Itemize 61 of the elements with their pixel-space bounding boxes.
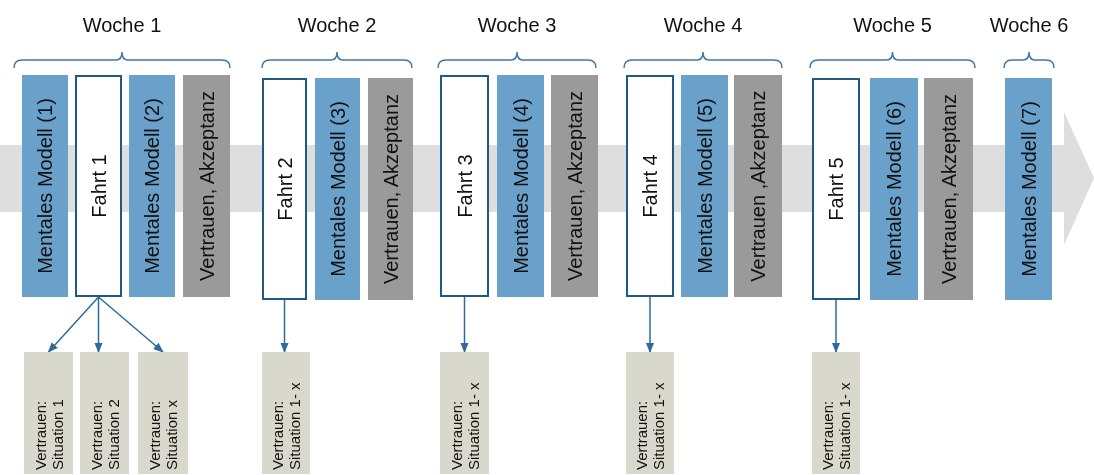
box-label: Vertrauen, Akzeptanz <box>937 92 960 287</box>
box-label: Vertrauen: Situation 2 <box>87 398 122 470</box>
survey-bar <box>924 78 973 300</box>
rating-box <box>812 352 860 474</box>
drive-box <box>75 75 122 297</box>
box-label: Vertrauen, Akzeptanz <box>195 89 218 284</box>
box-label: Vertrauen ,Akzeptanz <box>746 89 770 284</box>
box-label: Vertrauen: Situation 1 <box>31 398 66 470</box>
box-label: Vertrauen: Situation 1- x <box>447 381 482 470</box>
measurement-bar <box>870 78 918 300</box>
rating-box <box>440 352 489 474</box>
box-label: Mentales Modell (4) <box>509 97 532 276</box>
measurement-bar <box>1005 78 1052 300</box>
box-label: Mentales Modell (5) <box>693 97 716 276</box>
measurement-bar <box>129 75 175 297</box>
arrow <box>47 296 100 353</box>
drive-box <box>262 78 307 300</box>
week-label: Woche 5 <box>853 14 932 37</box>
week-label: Woche 3 <box>477 14 557 37</box>
box-label: Mentales Modell (6) <box>882 100 906 279</box>
measurement-bar <box>497 75 544 297</box>
rating-box <box>626 352 674 474</box>
box-label: Mentales Modell (7) <box>1017 100 1040 279</box>
box-label: Vertrauen: Situation 1- x <box>632 381 668 470</box>
measurement-bar <box>681 75 728 297</box>
box-label: Mentales Modell (3) <box>326 100 349 279</box>
arrow <box>94 296 103 354</box>
arrow <box>460 296 469 354</box>
week-label: Woche 2 <box>297 14 377 37</box>
rating-box <box>262 352 310 474</box>
rating-box <box>80 352 129 474</box>
drive-box <box>812 78 860 300</box>
survey-bar <box>551 75 598 297</box>
box-label: Vertrauen, Akzeptanz <box>379 92 402 287</box>
box-label: Mentales Modell (1) <box>33 97 57 276</box>
survey-bar <box>183 75 230 297</box>
arrow <box>280 299 289 354</box>
box-label: Fahrt 1 <box>87 153 110 220</box>
box-label: Fahrt 5 <box>824 156 848 223</box>
week-label: Woche 4 <box>663 14 743 37</box>
box-label: Vertrauen: Situation x <box>145 398 181 470</box>
week-label: Woche 1 <box>82 14 162 37</box>
rating-box <box>138 352 188 474</box>
box-label: Vertrauen, Akzeptanz <box>563 89 586 284</box>
survey-bar <box>734 75 782 297</box>
box-label: Mentales Modell (2) <box>140 97 164 276</box>
drive-box <box>440 75 489 297</box>
arrow <box>645 296 655 354</box>
arrow <box>831 299 841 354</box>
rating-box <box>24 352 73 474</box>
drive-box <box>626 75 674 297</box>
box-label: Fahrt 3 <box>453 153 476 220</box>
measurement-bar <box>315 78 360 300</box>
box-label: Fahrt 4 <box>638 153 662 220</box>
arrow <box>97 296 164 353</box>
survey-bar <box>368 78 413 300</box>
box-label: Vertrauen: Situation 1- x <box>268 381 304 470</box>
box-label: Fahrt 2 <box>273 156 296 223</box>
measurement-bar <box>22 75 68 297</box>
week-label: Woche 6 <box>989 14 1069 37</box>
box-label: Vertrauen: Situation 1- x <box>818 381 854 470</box>
